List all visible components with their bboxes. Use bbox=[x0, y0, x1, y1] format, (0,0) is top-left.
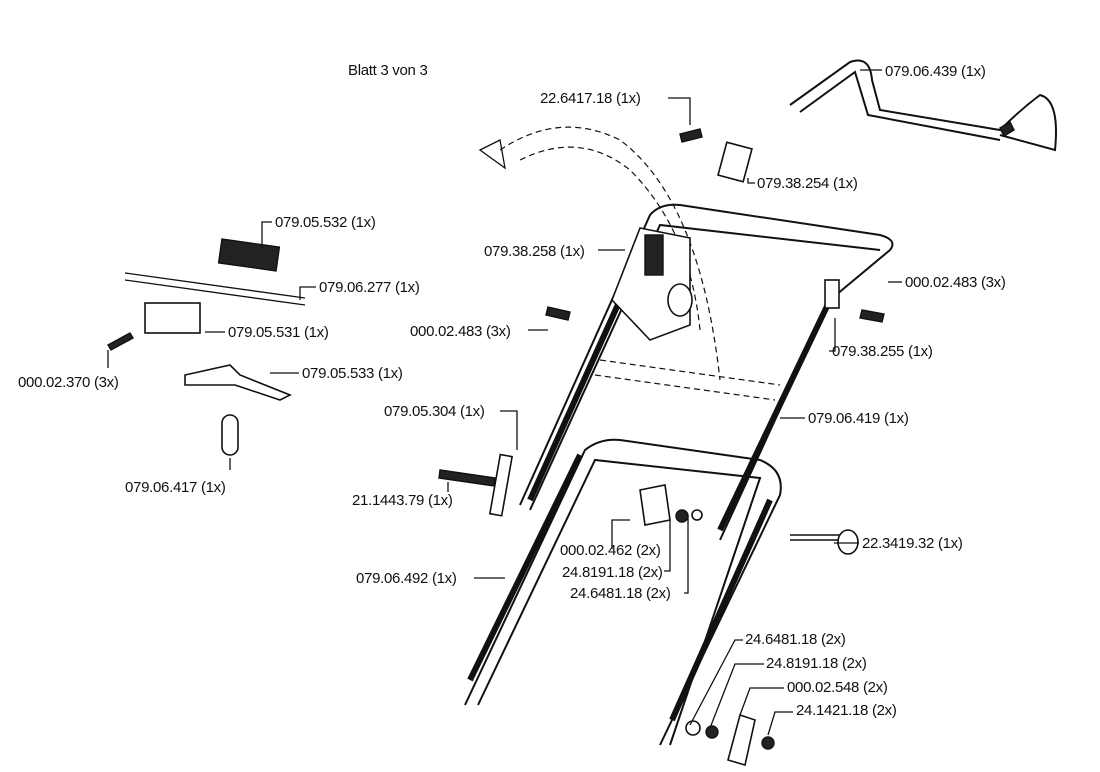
part-label: 079.06.439 (1x) bbox=[885, 63, 986, 80]
part-label: 000.02.370 (3x) bbox=[18, 374, 119, 391]
part-label: 21.1443.79 (1x) bbox=[352, 492, 453, 509]
part-label: 000.02.483 (3x) bbox=[905, 274, 1006, 291]
part-label: 24.6481.18 (2x) bbox=[745, 631, 846, 648]
leader-lines bbox=[107, 69, 902, 736]
cable-clamp-block bbox=[611, 227, 693, 341]
sheet-label: Blatt 3 von 3 bbox=[348, 62, 428, 79]
small-parts bbox=[107, 128, 885, 767]
part-label: 079.05.532 (1x) bbox=[275, 214, 376, 231]
part-label: 22.6417.18 (1x) bbox=[540, 90, 641, 107]
part-label: 22.3419.32 (1x) bbox=[862, 535, 963, 552]
part-label: 079.06.417 (1x) bbox=[125, 479, 226, 496]
part-label: 24.8191.18 (2x) bbox=[562, 564, 663, 581]
part-label: 24.8191.18 (2x) bbox=[766, 655, 867, 672]
upper-frame bbox=[519, 203, 894, 541]
part-label: 24.6481.18 (2x) bbox=[570, 585, 671, 602]
part-label: 000.02.483 (3x) bbox=[410, 323, 511, 340]
top-handle-bar bbox=[789, 59, 1057, 152]
lower-frame bbox=[464, 438, 782, 746]
part-label: 079.05.304 (1x) bbox=[384, 403, 485, 420]
part-label: 079.38.255 (1x) bbox=[832, 343, 933, 360]
part-label: 079.06.277 (1x) bbox=[319, 279, 420, 296]
part-label: 079.38.254 (1x) bbox=[757, 175, 858, 192]
part-label: 079.06.492 (1x) bbox=[356, 570, 457, 587]
part-label: 079.05.531 (1x) bbox=[228, 324, 329, 341]
part-label: 000.02.548 (2x) bbox=[787, 679, 888, 696]
part-label: 24.1421.18 (2x) bbox=[796, 702, 897, 719]
part-label: 000.02.462 (2x) bbox=[560, 542, 661, 559]
part-label: 079.38.258 (1x) bbox=[484, 243, 585, 260]
part-label: 079.05.533 (1x) bbox=[302, 365, 403, 382]
part-label: 079.06.419 (1x) bbox=[808, 410, 909, 427]
